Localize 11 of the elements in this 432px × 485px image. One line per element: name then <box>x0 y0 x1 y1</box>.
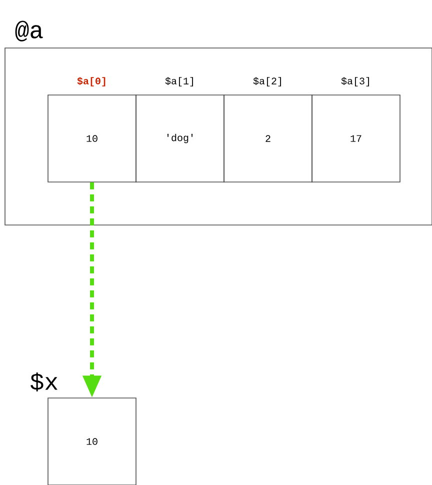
variable-box: 10 <box>48 398 136 485</box>
array-cell: 10 <box>48 94 136 182</box>
array-cell: 17 <box>312 94 400 182</box>
array-cell: 2 <box>224 94 312 182</box>
variable-name: $x <box>30 372 58 392</box>
index-label: $a[1] <box>165 77 193 86</box>
index-label: $a[0] <box>77 77 106 86</box>
index-label: $a[2] <box>253 77 281 86</box>
array-cell: 'dog' <box>136 94 224 182</box>
variable-name: @a <box>15 20 43 42</box>
index-label: $a[3] <box>341 77 369 86</box>
